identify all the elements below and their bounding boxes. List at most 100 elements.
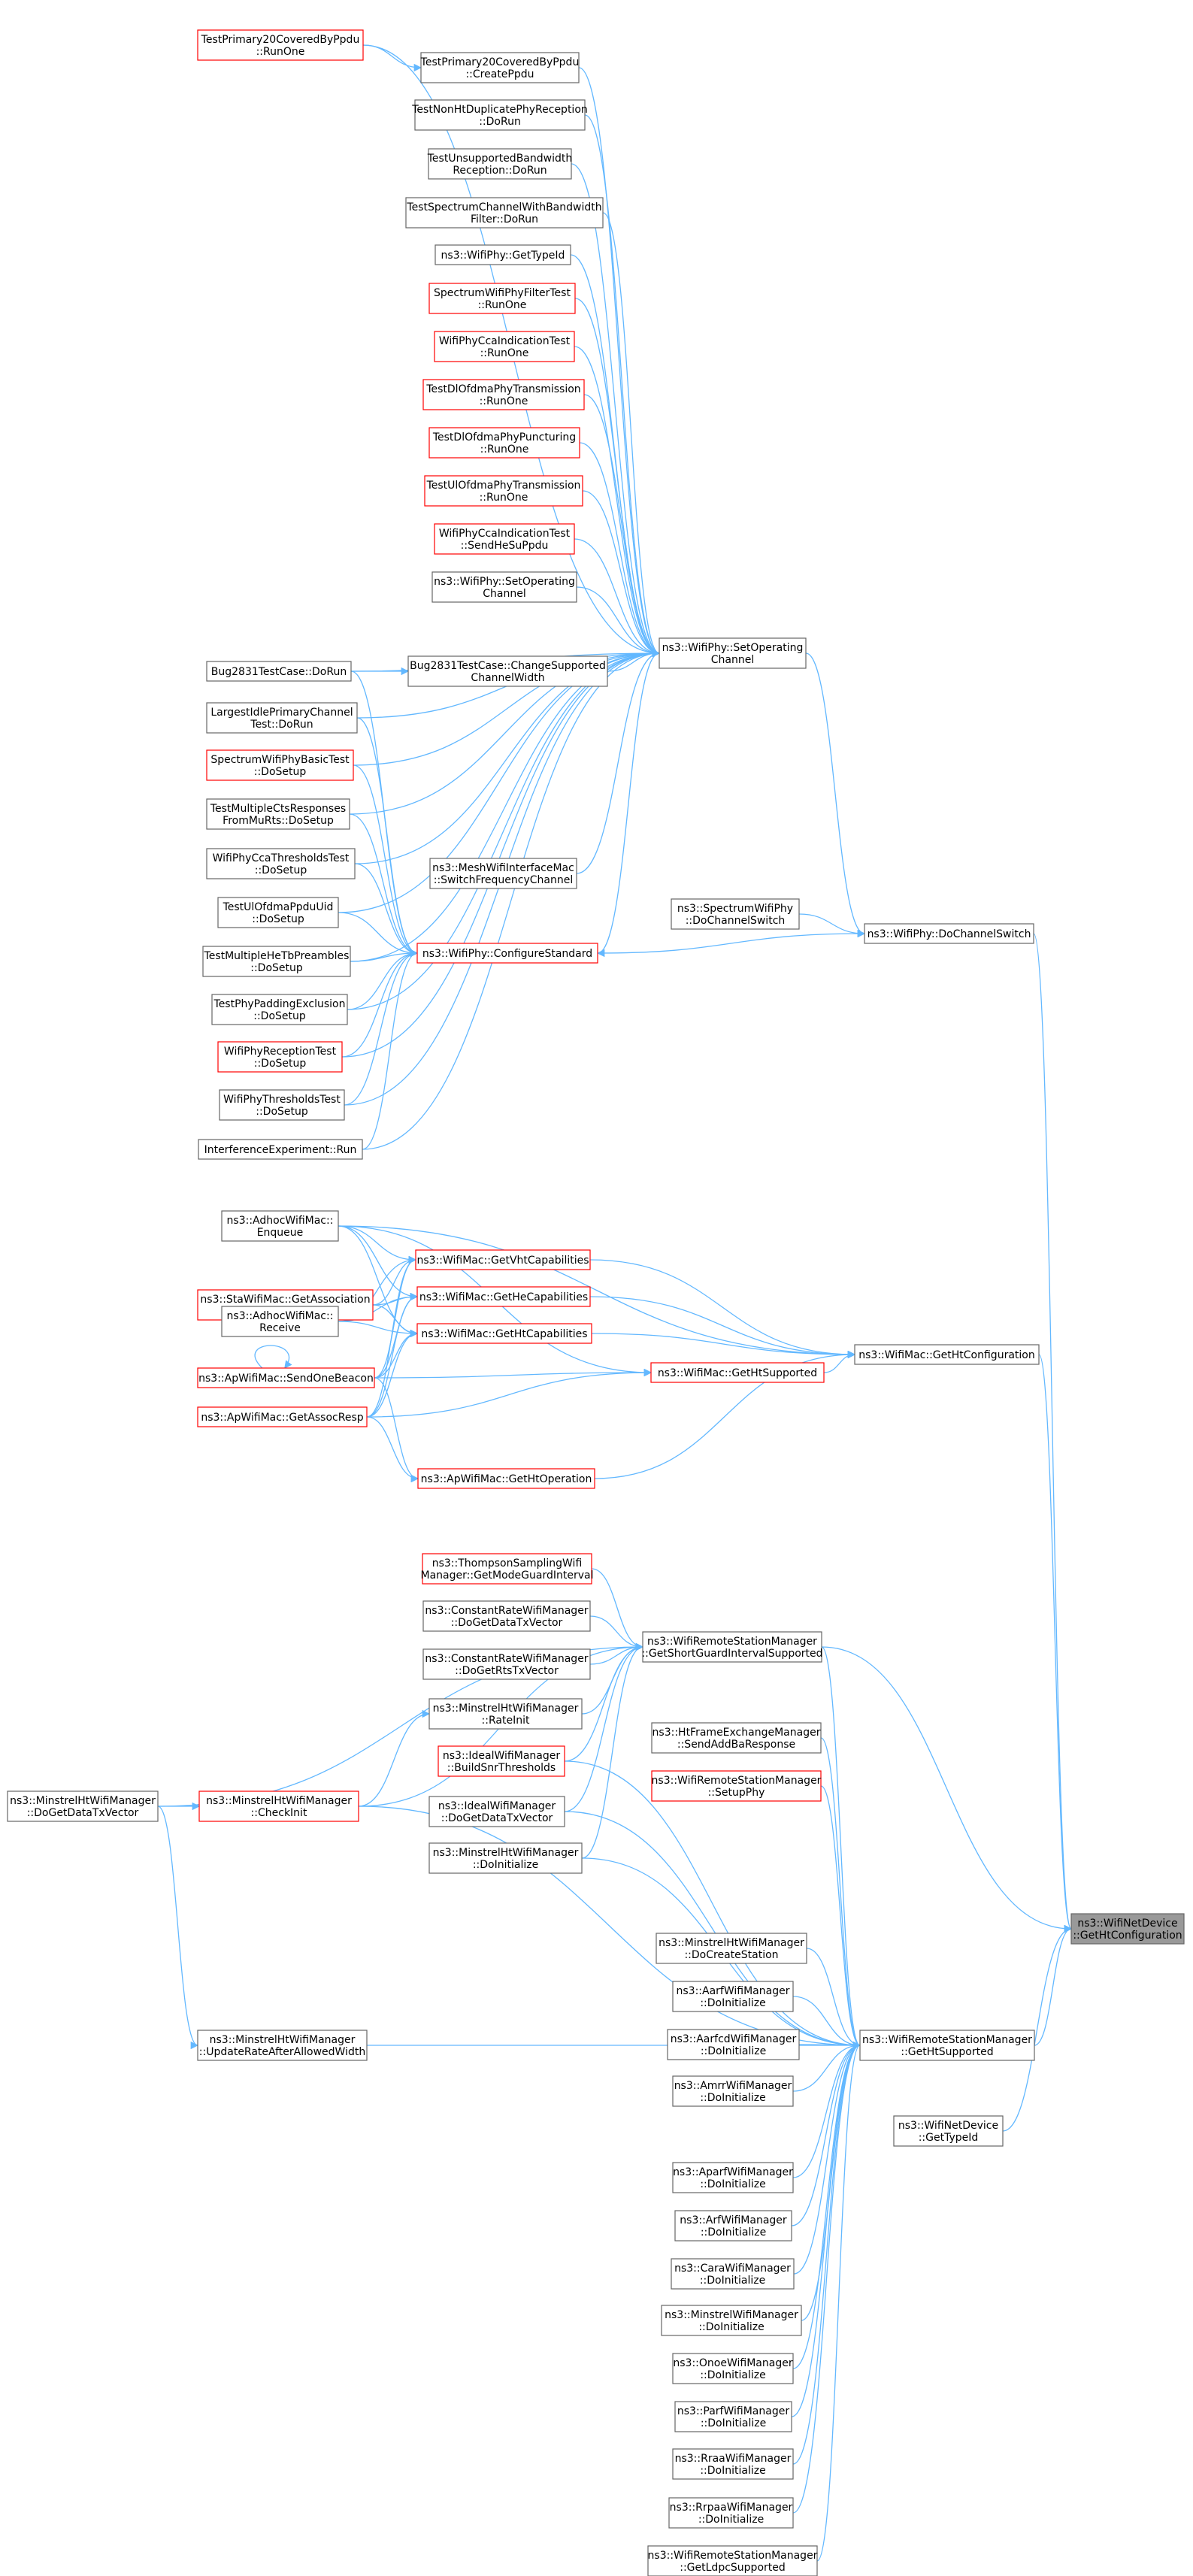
- node-ns3-constantratewifimanager-dogetrtstxvector[interactable]: ns3::ConstantRateWifiManager::DoGetRtsTx…: [422, 1648, 591, 1680]
- node-box[interactable]: [422, 379, 585, 410]
- node-box[interactable]: [434, 331, 575, 362]
- node-box[interactable]: [198, 1139, 363, 1160]
- node-box[interactable]: [407, 655, 608, 687]
- node-box[interactable]: [672, 2075, 794, 2107]
- node-ns3-minstrelhtwifimanager-rateinit[interactable]: ns3::MinstrelHtWifiManager::RateInit: [428, 1698, 583, 1730]
- node-ns3-wifiremotestationmanager-setupphy[interactable]: ns3::WifiRemoteStationManager::SetupPhy: [651, 1770, 822, 1802]
- node-box[interactable]: [221, 1210, 339, 1242]
- node-ns3-wifimac-gethtconfiguration[interactable]: ns3::WifiMac::GetHtConfiguration: [854, 1344, 1040, 1365]
- node-box[interactable]: [656, 1933, 807, 1964]
- node-wifiphyccaindicationtest-runone[interactable]: WifiPhyCcaIndicationTest::RunOne: [434, 331, 575, 362]
- node-box[interactable]: [642, 1631, 822, 1663]
- node-box[interactable]: [672, 1981, 794, 2012]
- node-box[interactable]: [651, 1722, 822, 1754]
- node-wifiphythresholdstest-dosetup[interactable]: WifiPhyThresholdsTest::DoSetup: [219, 1089, 345, 1121]
- node-box[interactable]: [650, 1362, 825, 1383]
- node-testprimary20coveredbyppdu-createppdu[interactable]: TestPrimary20CoveredByPpdu::CreatePpdu: [420, 52, 580, 83]
- node-wifiphyccaindicationtest-sendhesuppdu[interactable]: WifiPhyCcaIndicationTest::SendHeSuPpdu: [434, 523, 575, 555]
- node-box[interactable]: [197, 1406, 368, 1427]
- node-testmultiplectsresponses-frommurts-dosetup[interactable]: TestMultipleCtsResponsesFromMuRts::DoSet…: [206, 798, 350, 830]
- node-box[interactable]: [854, 1344, 1040, 1365]
- node-box[interactable]: [206, 848, 356, 879]
- node-box[interactable]: [672, 2353, 794, 2384]
- node-box[interactable]: [428, 148, 572, 180]
- node-ns3-meshwifiinterfacemac-switchfrequencychannel[interactable]: ns3::MeshWifiInterfaceMac::SwitchFrequen…: [429, 858, 577, 889]
- node-box[interactable]: [428, 1698, 583, 1730]
- node-ns3-carawifimanager-doinitialize[interactable]: ns3::CaraWifiManager::DoInitialize: [671, 2258, 795, 2290]
- node-ns3-wifiremotestationmanager-getldpcsupported[interactable]: ns3::WifiRemoteStationManager::GetLdpcSu…: [647, 2545, 818, 2576]
- node-box[interactable]: [206, 702, 358, 734]
- node-box[interactable]: [422, 1600, 591, 1632]
- node-ns3-minstrelhtwifimanager-checkinit[interactable]: ns3::MinstrelHtWifiManager::CheckInit: [198, 1790, 359, 1822]
- node-box[interactable]: [667, 2029, 800, 2060]
- node-testulofdmaphytransmission-runone[interactable]: TestUlOfdmaPhyTransmission::RunOne: [424, 475, 583, 507]
- node-box[interactable]: [659, 637, 807, 669]
- node-box[interactable]: [197, 29, 364, 61]
- node-ns3-wifiphy-gettypeid[interactable]: ns3::WifiPhy::GetTypeId: [435, 244, 571, 265]
- node-ns3-arfwifimanager-doinitialize[interactable]: ns3::ArfWifiManager::DoInitialize: [674, 2210, 792, 2242]
- node-box[interactable]: [217, 897, 339, 928]
- node-box[interactable]: [219, 1089, 345, 1121]
- node-box[interactable]: [197, 2030, 368, 2061]
- node-ns3-wifinetdevice-gettypeid[interactable]: ns3::WifiNetDevice::GetTypeId: [893, 2115, 1004, 2147]
- node-box[interactable]: [221, 1306, 339, 1337]
- node-ns3-aarfcdwifimanager-doinitialize[interactable]: ns3::AarfcdWifiManager::DoInitialize: [667, 2029, 800, 2060]
- node-ns3-minstrelhtwifimanager-doinitialize[interactable]: ns3::MinstrelHtWifiManager::DoInitialize: [428, 1842, 583, 1874]
- node-box[interactable]: [206, 749, 354, 781]
- node-box[interactable]: [672, 2162, 794, 2193]
- node-box[interactable]: [416, 943, 598, 964]
- node-box[interactable]: [434, 523, 575, 555]
- node-box[interactable]: [864, 923, 1034, 944]
- node-ns3-spectrumwifiphy-dochannelswitch[interactable]: ns3::SpectrumWifiPhy::DoChannelSwitch: [671, 898, 800, 930]
- node-box[interactable]: [415, 1249, 591, 1270]
- node-interferenceexperiment-run[interactable]: InterferenceExperiment::Run: [198, 1139, 363, 1160]
- node-ns3-minstrelhtwifimanager-docreatestation[interactable]: ns3::MinstrelHtWifiManager::DoCreateStat…: [656, 1933, 807, 1964]
- node-spectrumwifiphyfiltertest-runone[interactable]: SpectrumWifiPhyFilterTest::RunOne: [428, 283, 576, 314]
- node-ns3-adhocwifimac-receive[interactable]: ns3::AdhocWifiMac::Receive: [221, 1306, 339, 1337]
- node-testnonhtduplicatephyreception-dorun[interactable]: TestNonHtDuplicatePhyReception::DoRun: [411, 99, 588, 131]
- node-box[interactable]: [428, 427, 580, 459]
- node-box[interactable]: [217, 1041, 343, 1073]
- node-box[interactable]: [893, 2115, 1004, 2147]
- node-ns3-htframeexchangemanager-sendaddbaresponse[interactable]: ns3::HtFrameExchangeManager::SendAddBaRe…: [651, 1722, 822, 1754]
- node-box[interactable]: [859, 2030, 1035, 2061]
- node-box[interactable]: [428, 283, 576, 314]
- node-box[interactable]: [197, 1367, 375, 1388]
- node-box[interactable]: [438, 1745, 565, 1777]
- node-ns3-apwifimac-getassocresp[interactable]: ns3::ApWifiMac::GetAssocResp: [197, 1406, 368, 1427]
- node-testspectrumchannelwithbandwidth-filter-dorun[interactable]: TestSpectrumChannelWithBandwidthFilter::…: [405, 197, 604, 229]
- node-box[interactable]: [206, 661, 352, 682]
- node-box[interactable]: [672, 2448, 794, 2480]
- node-box[interactable]: [431, 571, 577, 603]
- node-bug2831testcase-dorun[interactable]: Bug2831TestCase::DoRun: [206, 661, 352, 682]
- node-ns3-wifiremotestationmanager-gethtsupported[interactable]: ns3::WifiRemoteStationManager::GetHtSupp…: [859, 2030, 1035, 2061]
- node-box[interactable]: [424, 475, 583, 507]
- node-box[interactable]: [414, 99, 586, 131]
- node-box[interactable]: [420, 52, 580, 83]
- node-ns3-idealwifimanager-dogetdatatxvector[interactable]: ns3::IdealWifiManager::DoGetDataTxVector: [428, 1796, 565, 1827]
- node-bug2831testcase-changesupported-channelwidth[interactable]: Bug2831TestCase::ChangeSupportedChannelW…: [407, 655, 608, 687]
- node-box[interactable]: [422, 1553, 592, 1585]
- node-ns3-apwifimac-sendonebeacon[interactable]: ns3::ApWifiMac::SendOneBeacon: [197, 1367, 375, 1388]
- node-ns3-rrpaawifimanager-doinitialize[interactable]: ns3::RrpaaWifiManager::DoInitialize: [668, 2497, 794, 2529]
- node-ns3-apwifimac-gethtoperation[interactable]: ns3::ApWifiMac::GetHtOperation: [417, 1468, 595, 1489]
- node-testdlofdmaphytransmission-runone[interactable]: TestDlOfdmaPhyTransmission::RunOne: [422, 379, 585, 410]
- node-testphypaddingexclusion-dosetup[interactable]: TestPhyPaddingExclusion::DoSetup: [211, 994, 348, 1025]
- node-ns3-constantratewifimanager-dogetdatatxvector[interactable]: ns3::ConstantRateWifiManager::DoGetDataT…: [422, 1600, 591, 1632]
- node-ns3-wifiremotestationmanager-getshortguardintervalsupported[interactable]: ns3::WifiRemoteStationManager::GetShortG…: [641, 1631, 823, 1663]
- node-box[interactable]: [428, 1796, 565, 1827]
- node-ns3-idealwifimanager-buildsnrthresholds[interactable]: ns3::IdealWifiManager::BuildSnrThreshold…: [438, 1745, 565, 1777]
- node-box[interactable]: [206, 798, 350, 830]
- node-box[interactable]: [416, 1323, 592, 1344]
- node-box[interactable]: [202, 946, 351, 977]
- node-box[interactable]: [405, 197, 604, 229]
- node-box[interactable]: [674, 2210, 792, 2242]
- node-ns3-onoewifimanager-doinitialize[interactable]: ns3::OnoeWifiManager::DoInitialize: [672, 2353, 794, 2384]
- node-ns3-adhocwifimac-enqueue[interactable]: ns3::AdhocWifiMac::Enqueue: [221, 1210, 339, 1242]
- node-spectrumwifiphybasictest-dosetup[interactable]: SpectrumWifiPhyBasicTest::DoSetup: [206, 749, 354, 781]
- node-ns3-wifinetdevice-gethtconfiguration[interactable]: ns3::WifiNetDevice::GetHtConfiguration: [1070, 1913, 1185, 1945]
- node-ns3-wifimac-gethecapabilities[interactable]: ns3::WifiMac::GetHeCapabilities: [416, 1286, 591, 1307]
- node-box[interactable]: [661, 2305, 802, 2336]
